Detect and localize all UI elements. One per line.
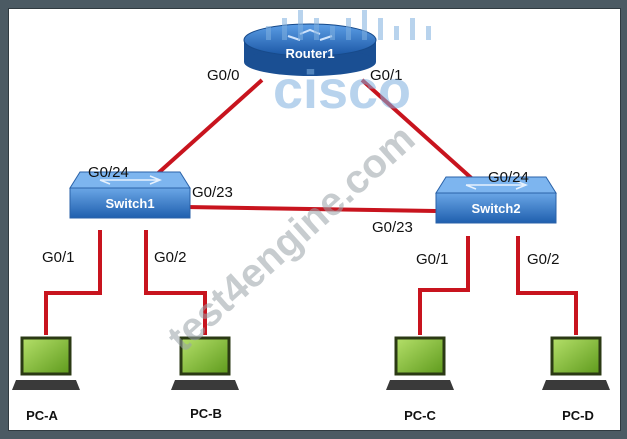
pc-a-screen [20, 336, 72, 376]
label-s2-g0-2: G0/2 [527, 251, 560, 268]
label-s1-g0-23: G0/23 [192, 184, 233, 201]
router-top [243, 23, 377, 57]
pc-c-keyboard [386, 380, 454, 390]
label-s2-g0-24: G0/24 [488, 169, 529, 186]
switch1-label: Switch1 [105, 196, 154, 211]
pc-b-screen [179, 336, 231, 376]
pc-c[interactable]: PC-C [386, 336, 454, 423]
pc-d-label: PC-D [562, 408, 594, 423]
pc-d[interactable]: PC-D [542, 336, 610, 423]
label-s2-g0-1: G0/1 [416, 251, 449, 268]
link-switch1-pc-a [44, 230, 102, 335]
watermark-site: test4engine.com [159, 116, 423, 360]
pc-b-keyboard [171, 380, 239, 390]
switch1[interactable]: Switch1 [69, 171, 191, 219]
label-s2-g0-23: G0/23 [372, 219, 413, 236]
link-switch2-pc-d [516, 236, 578, 335]
pc-c-label: PC-C [404, 408, 436, 423]
pc-c-screen [394, 336, 446, 376]
pc-a-label: PC-A [26, 408, 58, 423]
watermark-brand: cisco [273, 60, 411, 120]
pc-a[interactable]: PC-A [12, 336, 80, 423]
label-s1-g0-1: G0/1 [42, 249, 75, 266]
label-s1-g0-24: G0/24 [88, 164, 129, 181]
pc-a-keyboard [12, 380, 80, 390]
label-router-g0-0: G0/0 [207, 67, 240, 84]
pc-d-keyboard [542, 380, 610, 390]
switch2[interactable]: Switch2 [435, 176, 557, 224]
interface-labels: G0/0 G0/1 G0/24 G0/23 G0/1 G0/2 G0/24 G0… [42, 67, 560, 268]
link-switch1-pc-b [144, 230, 207, 335]
router-bottom [244, 48, 376, 76]
pc-d-screen [550, 336, 602, 376]
label-s1-g0-2: G0/2 [154, 249, 187, 266]
pc-b-label: PC-B [190, 406, 222, 421]
cisco-bars-logo [266, 10, 431, 40]
link-router-switch2 [360, 78, 490, 195]
switch2-label: Switch2 [471, 201, 520, 216]
switch2-arrows-icon [465, 180, 529, 190]
label-router-g0-1: G0/1 [370, 67, 403, 84]
link-switch2-pc-c [418, 236, 470, 335]
switch2-front [435, 192, 557, 224]
link-switch1-switch2 [185, 205, 437, 213]
switch1-arrows-icon [99, 175, 163, 185]
pc-b[interactable]: PC-B [171, 336, 239, 421]
router-label: Router1 [285, 46, 334, 61]
switch1-front [69, 187, 191, 219]
router1[interactable]: Router1 [243, 23, 377, 76]
